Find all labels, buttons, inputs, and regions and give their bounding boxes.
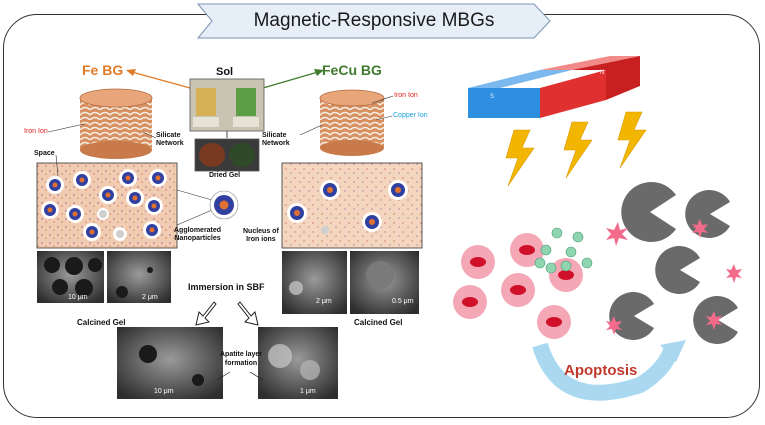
scale-bar-sem-bottom-1: 10 μm (154, 388, 174, 395)
dried-gel-label: Dried Gel (209, 172, 241, 179)
sem-bottom-1 (117, 327, 223, 399)
sem-right-2 (350, 251, 419, 314)
calcined-gel-label-right: Calcined Gel (354, 318, 403, 327)
silicate-network-label-left: Silicate Network (156, 132, 184, 147)
sem-right-1 (282, 251, 347, 314)
sol-to-fe-arrow (126, 69, 191, 89)
scale-bar-sem-left-1: 10 μm (68, 294, 88, 301)
fe-bg-cylinder (79, 88, 153, 159)
silicate-network-label-right: Silicate Network (262, 132, 290, 147)
apatite-pointer-lines (216, 371, 264, 381)
immersion-label: Immersion in SBF (188, 282, 265, 292)
magnet-north-letter: N (600, 70, 605, 76)
sol-photo (189, 78, 265, 132)
immersion-arrows (195, 301, 259, 326)
sol-to-fecu-arrow (262, 69, 324, 89)
fecu-bg-label: FeCu BG (322, 62, 382, 78)
sem-bottom-2 (258, 327, 338, 399)
fecu-bg-matrix-panel (281, 162, 423, 249)
sol-label: Sol (216, 66, 234, 78)
scale-bar-sem-right-1: 2 μm (316, 298, 332, 305)
sem-left-1 (37, 251, 104, 303)
scale-bar-sem-left-2: 2 μm (142, 294, 158, 301)
fe-bg-label: Fe BG (82, 62, 124, 78)
magnet-south-letter: S (490, 94, 495, 100)
apatite-label: Apatite layer formation (220, 351, 263, 367)
dried-gel-photo (194, 138, 260, 172)
cancer-cells (453, 233, 583, 339)
agglomerated-label: Agglomerated Nanoparticles (174, 227, 222, 242)
nanoparticles-left (41, 169, 167, 241)
fecu-bg-cylinder (319, 89, 385, 156)
nanoparticles-right (287, 180, 408, 234)
scale-bar-sem-bottom-2: 1 μm (300, 388, 316, 395)
nucleus-label: Nucleus of Iron ions (243, 228, 279, 243)
green-nanoparticles (534, 227, 593, 274)
starbursts (606, 219, 742, 335)
iron-ion-label-left: Iron Ion (24, 128, 48, 135)
scale-bar-sem-right-2: 0.5 μm (392, 298, 414, 305)
iron-ion-label-right: Iron Ion (394, 92, 418, 99)
magnet (468, 56, 640, 118)
page-title: Magnetic-Responsive MBGs (253, 10, 495, 31)
label-pointer-lines (47, 95, 394, 177)
apoptosis-arrow (532, 340, 686, 401)
agglomerated-nanoparticle-zoom (176, 189, 239, 226)
lightning-bolts (505, 111, 647, 187)
apoptosis-label: Apoptosis (564, 362, 638, 379)
space-label: Space (34, 150, 55, 157)
sem-left-2 (107, 251, 171, 303)
copper-ion-label: Copper Ion (393, 112, 428, 119)
calcined-gel-label-left: Calcined Gel (77, 318, 126, 327)
